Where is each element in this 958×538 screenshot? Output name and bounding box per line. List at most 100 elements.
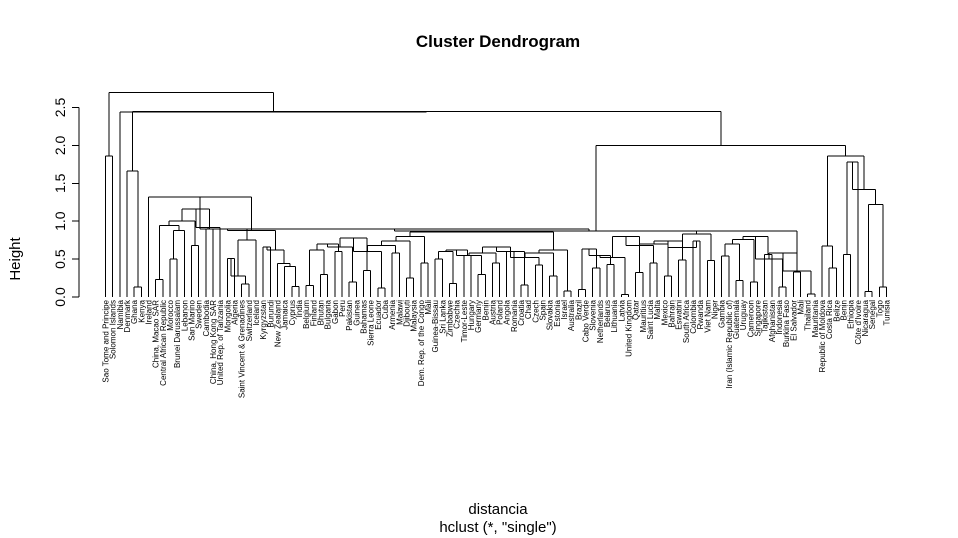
leaf-label: Bahrain	[668, 300, 677, 328]
y-tick-label: 0.0	[52, 287, 68, 307]
y-tick-label: 2.5	[52, 98, 68, 118]
leaf-label: India	[295, 299, 304, 317]
leaf-label: Belize	[832, 299, 841, 321]
leaf-label: Tunisia	[882, 299, 891, 325]
leaf-label: Pakistan	[345, 300, 354, 331]
leaf-label: Afghanistan	[768, 300, 777, 342]
dendrogram-tree	[105, 91, 887, 297]
leaf-label: Republic of Moldova	[818, 299, 827, 372]
leaf-label: Israel	[560, 300, 569, 320]
method-sublabel: hclust (*, "single")	[439, 519, 556, 536]
leaf-label: Indonesia	[775, 299, 784, 334]
leaf-label: Malawi	[395, 300, 404, 325]
leaf-label: Guinea-Bissau	[431, 300, 440, 352]
leaf-label: San Marino	[188, 299, 197, 340]
leaf-label: Mauritania	[811, 299, 820, 337]
leaf-label: Colombia	[689, 299, 698, 333]
leaf-label: Thailand	[804, 300, 813, 331]
leaf-label: Bulgaria	[324, 299, 333, 329]
leaf-label: United Rep. of Tanzania	[216, 299, 225, 385]
leaf-label: Denmark	[123, 299, 132, 332]
leaf-label: China, Hong Kong SAR	[209, 300, 218, 384]
leaf-label: Morocco	[166, 299, 175, 330]
leaf-label: Hungary	[467, 300, 476, 330]
leaf-label: Kyrgyzstan	[259, 300, 268, 340]
leaf-label: El Salvador	[789, 300, 798, 341]
leaf-label: Singapore	[753, 299, 762, 336]
leaf-label: Finland	[309, 300, 318, 326]
leaf-label: Uruguay	[739, 300, 748, 330]
leaf-label: Netherlands	[596, 300, 605, 343]
leaf-label: Solomon Islands	[109, 300, 118, 359]
leaf-label: Mali	[796, 300, 805, 315]
leaf-label: Mali	[424, 300, 433, 315]
leaf-label: Rwanda	[696, 299, 705, 329]
leaf-label: Cambodia	[202, 299, 211, 336]
leaf-label: Gabon	[331, 300, 340, 324]
y-tick-label: 2.0	[52, 135, 68, 155]
leaf-label: Timor-Leste	[460, 299, 469, 342]
leaf-label: Nicaragua	[861, 299, 870, 336]
leaf-label: Ireland	[145, 300, 154, 324]
leaf-label: Malta	[653, 299, 662, 319]
leaf-label: Slovenia	[589, 299, 598, 330]
leaf-label: Eswatini	[675, 300, 684, 330]
leaf-label: Slovakia	[546, 299, 555, 330]
leaf-label: Cuba	[381, 299, 390, 319]
leaf-label: United Kingdom	[625, 300, 634, 357]
leaf-label: Benin	[481, 300, 490, 320]
leaf-label: Bhutan	[316, 300, 325, 325]
leaf-label: Sri Lanka	[438, 299, 447, 333]
leaf-label: Zimbabwe	[445, 299, 454, 336]
leaf-label: Sierra Leone	[367, 299, 376, 345]
leaf-label: Senegal	[868, 300, 877, 330]
leaf-label: Mauritius	[639, 300, 648, 332]
leaf-label: Dem. Rep. of the Congo	[417, 299, 426, 386]
leaf-label: Czech	[531, 300, 540, 323]
leaf-label: Spain	[539, 300, 548, 320]
leaf-label: Belgium	[302, 300, 311, 329]
leaf-label: Saint Vincent & Grenadines	[238, 300, 247, 398]
leaf-label: Qatar	[632, 300, 641, 320]
leaf-label: Algeria	[231, 299, 240, 324]
leaf-label: Brunei Darussalam	[173, 300, 182, 368]
leaf-label: Guinea	[352, 299, 361, 325]
leaf-label: Brazil	[574, 300, 583, 320]
leaf-label: Peru	[338, 300, 347, 317]
leaf-label: Côte d'Ivoire	[854, 299, 863, 344]
leaf-label: Belarus	[603, 300, 612, 327]
y-tick-label: 1.0	[52, 211, 68, 231]
leaf-label: Mexico	[660, 299, 669, 325]
leaf-label: Armenia	[388, 299, 397, 329]
leaf-label: Croatia	[517, 299, 526, 325]
leaf-label: Benin	[839, 300, 848, 320]
leaf-label: Sweden	[195, 300, 204, 329]
y-tick-label: 1.5	[52, 173, 68, 193]
y-axis-label: Height	[7, 236, 24, 280]
leaf-label: Czechia	[453, 299, 462, 328]
leaf-label: South Africa	[682, 299, 691, 343]
y-tick-label: 0.5	[52, 249, 68, 269]
leaf-label: Djibouti	[402, 300, 411, 327]
leaf-label: Poland	[496, 300, 505, 325]
leaf-label: Romania	[510, 299, 519, 332]
leaf-label: Sao Tome and Principe	[102, 299, 111, 382]
leaf-label: Kenya	[137, 299, 146, 322]
leaf-label: Gambia	[718, 299, 727, 328]
leaf-label: Mongolia	[223, 299, 232, 332]
leaf-label: Cabo Verde	[582, 299, 591, 342]
leaf-label: China, Macao SAR	[152, 300, 161, 368]
x-axis-label: distancia	[468, 501, 528, 518]
leaf-label: Ethiopia	[847, 299, 856, 328]
leaf-label: Malaysia	[410, 299, 419, 331]
leaf-label: Niger	[710, 300, 719, 319]
leaf-label: Burkina Faso	[782, 299, 791, 347]
leaf-label: New Zealand	[274, 300, 283, 347]
chart-title: Cluster Dendrogram	[416, 32, 580, 51]
leaf-label: Iceland	[252, 300, 261, 326]
leaf-label: Cyprus	[288, 300, 297, 325]
leaf-label: Austria	[488, 299, 497, 324]
leaf-label: Ecuador	[374, 300, 383, 330]
